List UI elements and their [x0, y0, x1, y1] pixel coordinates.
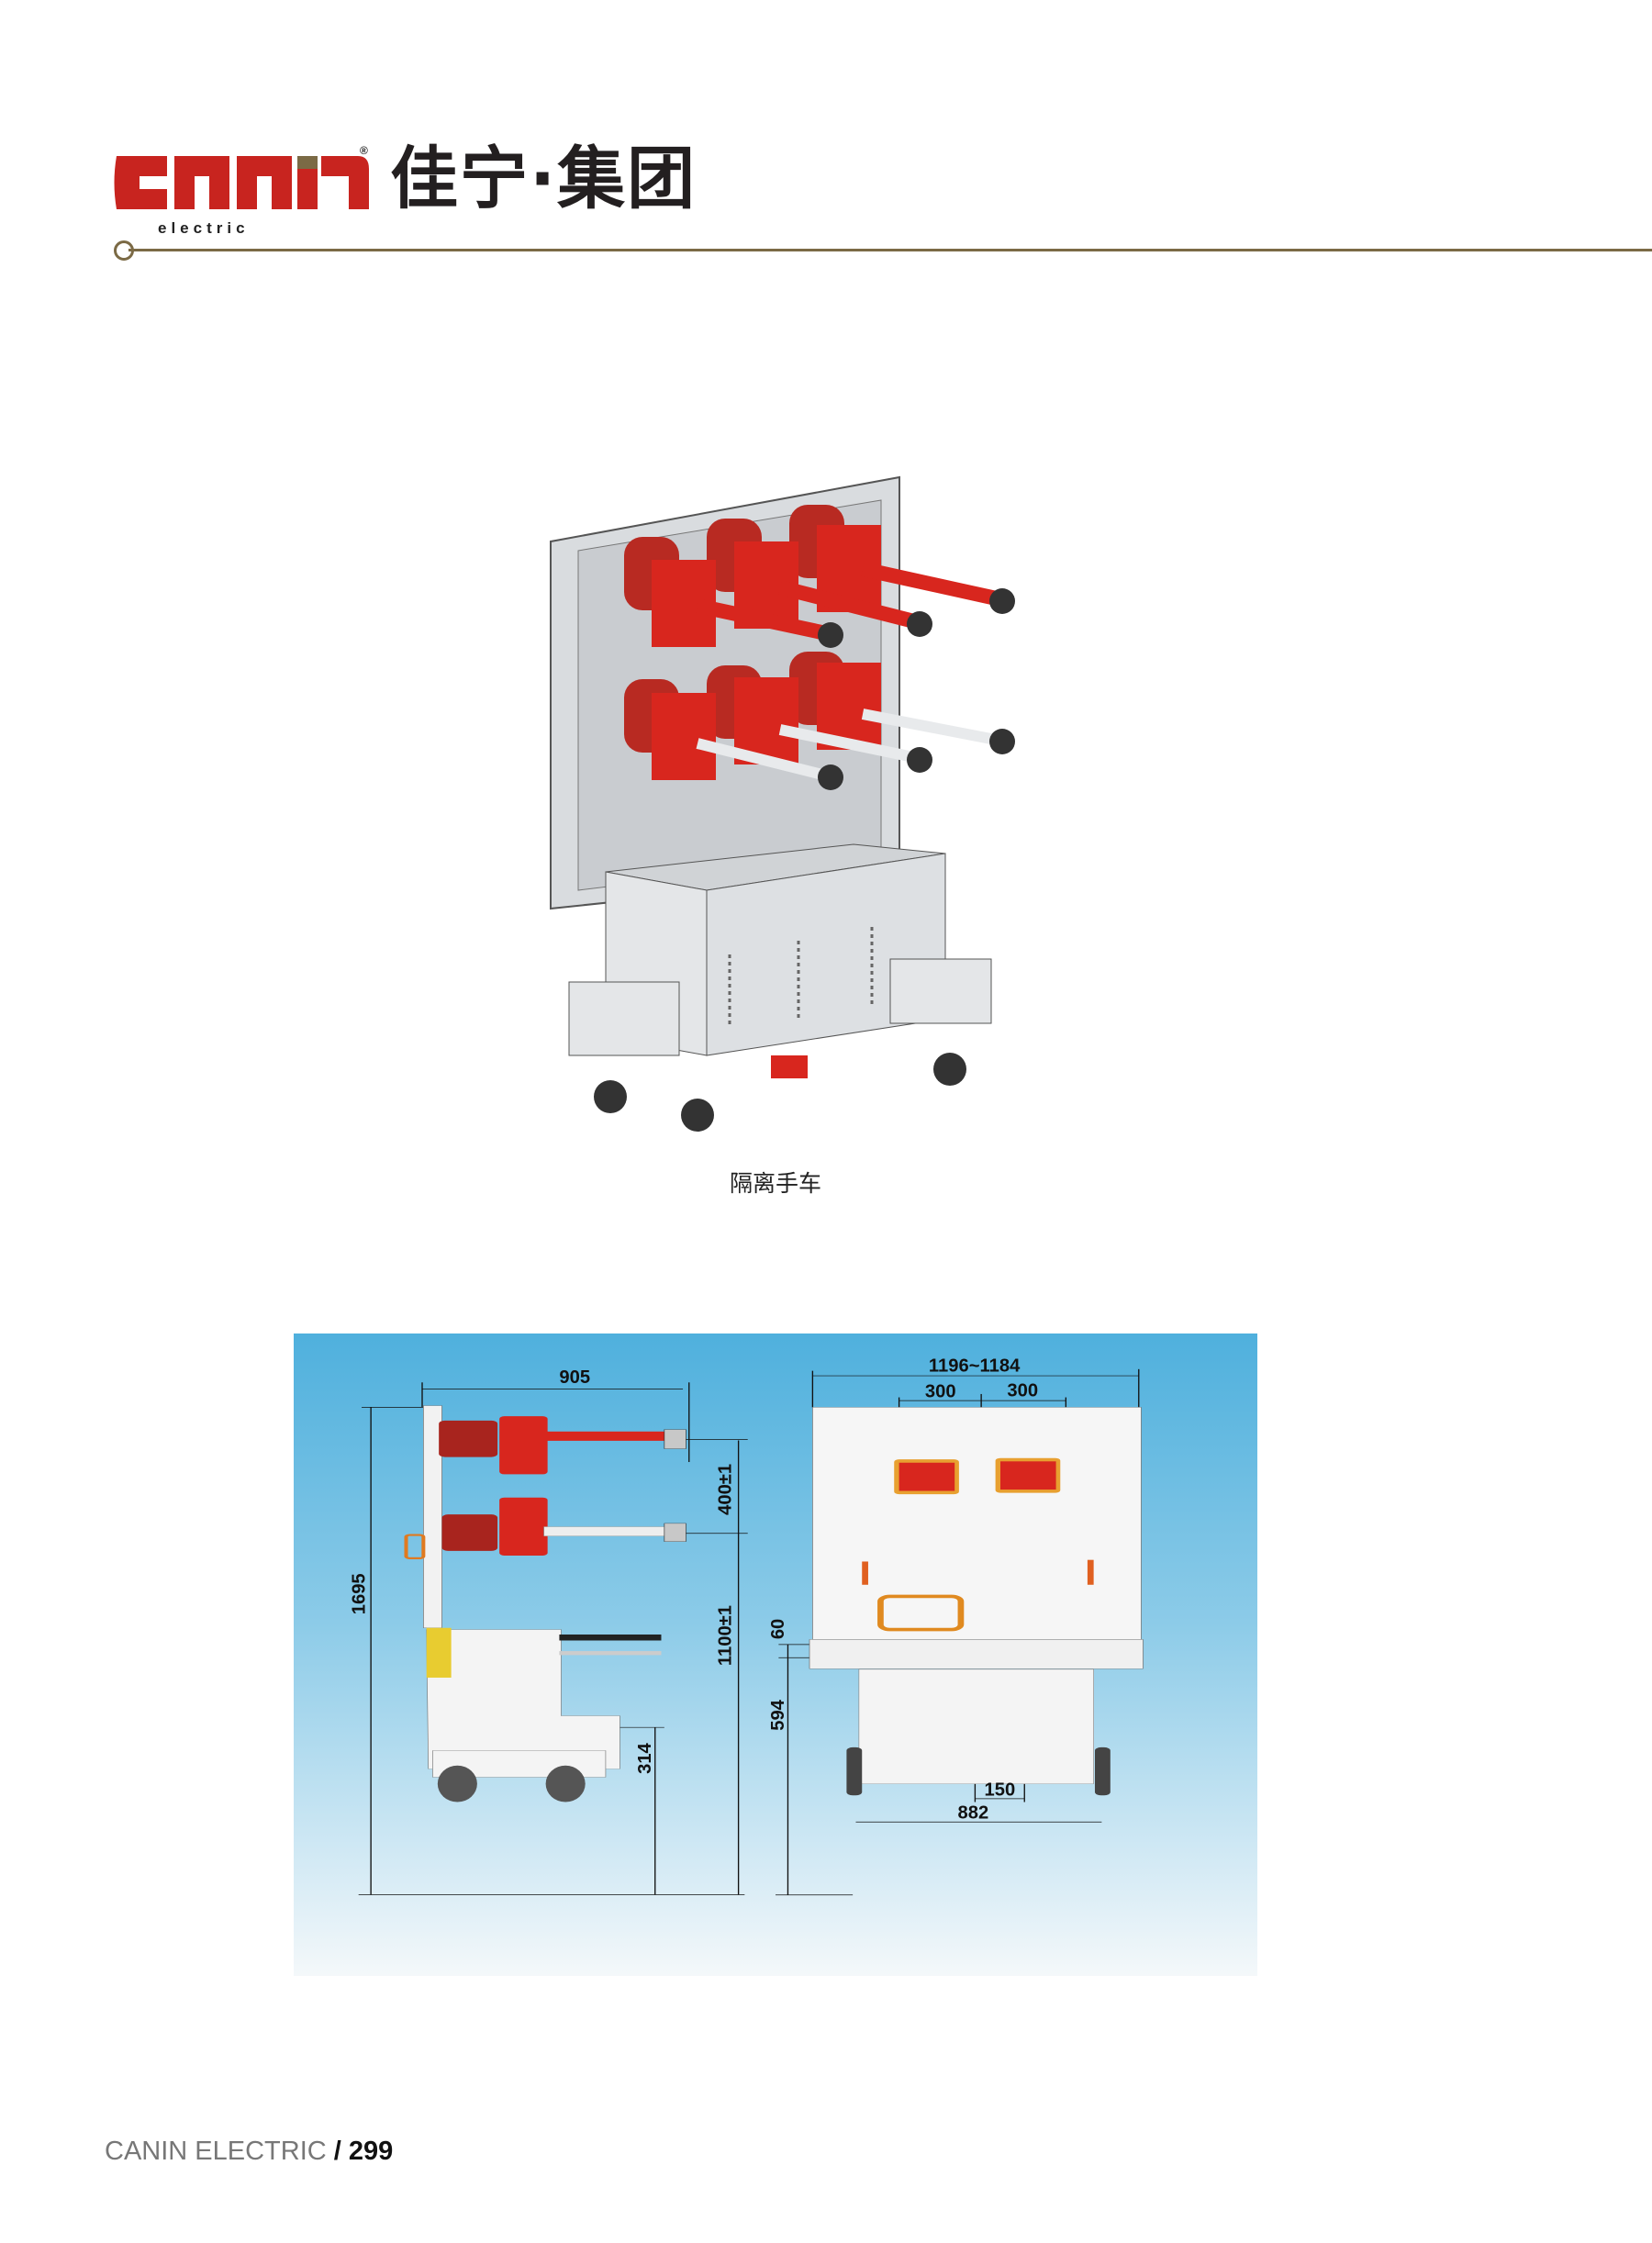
- footer-brand: CANIN ELECTRIC: [105, 2137, 327, 2166]
- dim-phase-right: 300: [1007, 1381, 1038, 1401]
- page-number: 299: [348, 2137, 394, 2166]
- dim-cart-height: 594: [768, 1699, 788, 1730]
- logo-subtitle: electric: [158, 219, 250, 237]
- dim-depth: 905: [559, 1367, 590, 1388]
- dim-contact-height: 1100±1: [716, 1605, 736, 1666]
- header-rule: [128, 249, 1652, 251]
- dim-rail: 60: [768, 1619, 788, 1639]
- footer-separator: /: [326, 2137, 349, 2166]
- figure-caption: 隔离手车: [729, 1170, 821, 1197]
- dim-base-height: 314: [635, 1742, 655, 1773]
- registered-mark: ®: [360, 144, 368, 157]
- canin-logo: ® electric: [112, 138, 378, 239]
- dim-height: 1695: [349, 1573, 369, 1614]
- dim-phase-left: 300: [925, 1381, 956, 1401]
- dim-offset: 150: [985, 1780, 1016, 1800]
- dim-wheel-track: 882: [958, 1802, 989, 1823]
- isolation-truck-illustration: [523, 468, 1032, 1147]
- page-footer: CANIN ELECTRIC / 299: [105, 2137, 393, 2167]
- dim-phase-spacing: 400±1: [716, 1464, 736, 1515]
- dimension-drawing: 905 1695 400±1 1100±1 314 1196~1184 300 …: [294, 1334, 1257, 1976]
- company-name: 佳宁·集团: [390, 139, 698, 218]
- dim-width: 1196~1184: [929, 1356, 1021, 1377]
